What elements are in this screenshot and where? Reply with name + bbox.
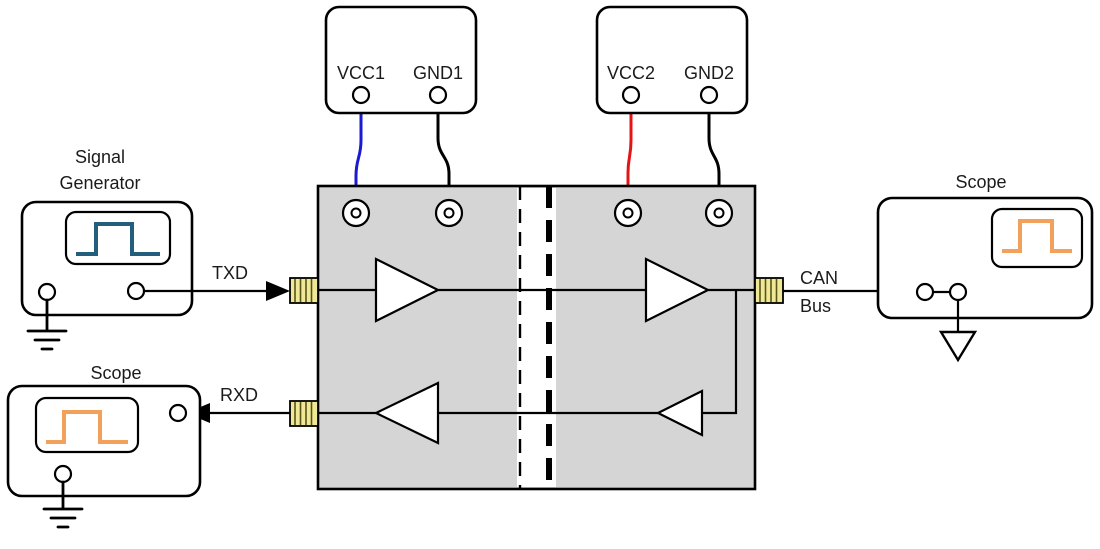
dut-signal-traces	[318, 288, 755, 415]
gnd1-label: GND1	[413, 63, 463, 83]
signal-generator-label-line2: Generator	[59, 173, 140, 193]
signal-generator-display	[64, 210, 172, 266]
rx-buffer-left	[373, 381, 440, 445]
vcc2-wire	[626, 100, 633, 205]
can-label-line1: CAN	[800, 268, 838, 288]
vcc2-terminal	[621, 85, 641, 105]
ground-triangle-symbol	[938, 330, 978, 363]
dut-vcc2-jack-pin	[622, 207, 634, 219]
scope-bottom-label: Scope	[90, 363, 141, 383]
gnd1-wire	[436, 100, 451, 205]
scope-right-label: Scope	[955, 172, 1006, 192]
scope-bottom: Scope	[6, 363, 202, 529]
power-supply-2-box	[595, 5, 749, 115]
rx-buffer-right	[655, 389, 704, 437]
ground-symbol	[42, 480, 84, 529]
tx-buffer-left	[374, 257, 441, 323]
ground-symbol	[26, 298, 68, 351]
scope-bottom-display	[34, 396, 140, 454]
dut-buffers	[373, 257, 711, 445]
power-supply-1: VCC1 GND1	[324, 5, 478, 115]
txd-connection: TXD	[144, 263, 290, 301]
signal-generator-out-terminal	[126, 281, 146, 301]
scope-right: Scope	[876, 172, 1094, 363]
vcc2-label: VCC2	[607, 63, 655, 83]
gnd2-label: GND2	[684, 63, 734, 83]
rxd-label: RXD	[220, 385, 258, 405]
scope-bottom-input-terminal	[168, 403, 188, 423]
rxd-connector-hatch	[294, 402, 313, 425]
can-connector-hatch	[759, 279, 778, 302]
txd-connector-hatch	[294, 279, 313, 302]
gnd1-terminal	[428, 85, 448, 105]
dut-edge-connectors	[289, 277, 784, 427]
gnd2-wire	[707, 100, 721, 205]
gnd2-terminal	[699, 85, 719, 105]
scope-right-ground	[938, 300, 978, 363]
can-label-line2: Bus	[800, 296, 831, 316]
vcc1-terminal	[351, 85, 371, 105]
scope-bottom-pulse-icon	[46, 410, 128, 444]
dut-power-terminals	[341, 198, 734, 228]
signal-generator-gnd-terminal	[37, 282, 57, 302]
dut-vcc1-jack-pin	[350, 207, 362, 219]
dut-gnd1-jack-pin	[443, 207, 455, 219]
txd-label: TXD	[212, 263, 248, 283]
dut-board	[289, 184, 784, 491]
tx-buffer-right	[644, 257, 711, 323]
signal-generator-ground	[26, 298, 68, 351]
power-supply-2: VCC2 GND2	[595, 5, 749, 115]
vcc1-wire	[354, 100, 363, 205]
signal-generator-pulse-icon	[76, 222, 160, 256]
rxd-connection: RXD	[186, 385, 290, 423]
signal-generator: Signal Generator	[20, 147, 194, 351]
signal-generator-label-line1: Signal	[75, 147, 125, 167]
scope-bottom-gnd-terminal	[53, 464, 73, 484]
supply-wires	[354, 100, 721, 205]
power-supply-1-box	[324, 5, 478, 115]
dut-gnd2-jack-pin	[713, 207, 725, 219]
loopback-trace	[702, 290, 738, 415]
scope-right-input-terminal	[915, 282, 935, 302]
scope-right-display	[990, 207, 1084, 269]
txd-arrowhead	[266, 281, 290, 301]
vcc1-label: VCC1	[337, 63, 385, 83]
scope-bottom-ground	[42, 480, 84, 529]
scope-right-pulse-icon	[1002, 219, 1072, 253]
scope-right-gnd-terminal	[948, 282, 968, 302]
